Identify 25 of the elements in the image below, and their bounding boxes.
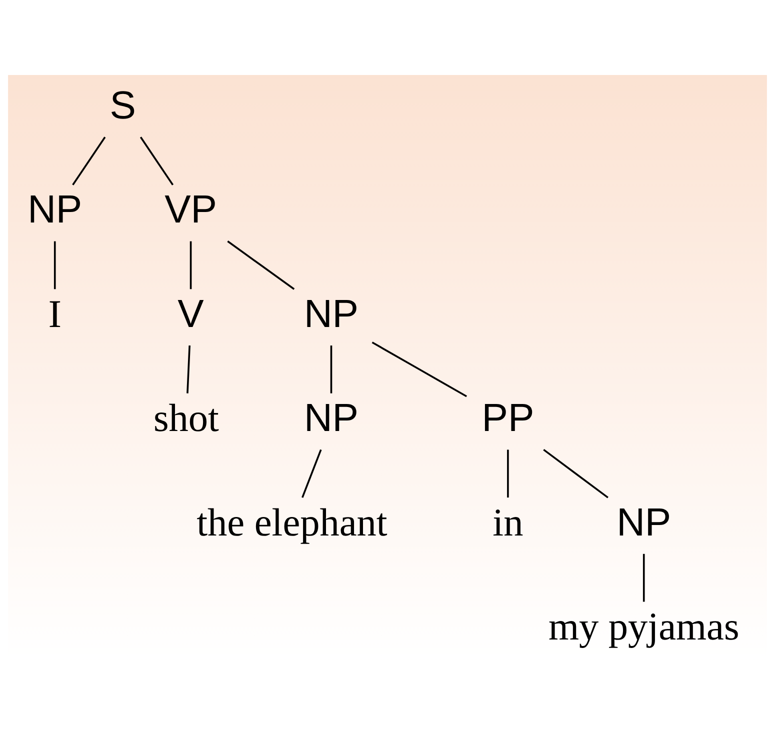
connector xyxy=(330,344,332,393)
node-text: PP xyxy=(482,396,534,440)
connector xyxy=(140,136,174,185)
node-text: NP xyxy=(304,291,359,336)
node-text: NP xyxy=(616,500,672,544)
node-text: my pyjamas xyxy=(548,605,740,648)
connector xyxy=(72,136,106,185)
connector xyxy=(372,341,468,397)
node-text: in xyxy=(492,500,524,544)
node-text: V xyxy=(178,291,204,336)
node-text: NP xyxy=(28,187,82,232)
connector xyxy=(642,553,645,602)
node-text: the elephant xyxy=(196,500,388,544)
connector xyxy=(507,449,509,498)
node-text: NP xyxy=(304,396,359,440)
node-text: S xyxy=(110,82,136,127)
connector xyxy=(543,448,608,498)
connector xyxy=(227,240,295,290)
connector xyxy=(190,240,192,289)
connector xyxy=(54,240,56,289)
connector xyxy=(302,448,322,498)
node-text: shot xyxy=(154,396,219,440)
node-text: VP xyxy=(164,187,217,232)
node-text: I xyxy=(48,292,62,336)
connector xyxy=(186,344,190,393)
